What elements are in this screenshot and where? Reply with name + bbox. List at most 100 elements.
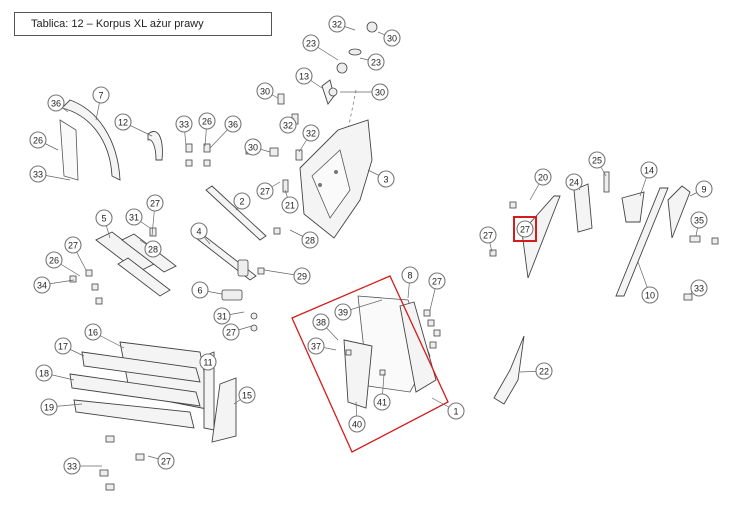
callout-circle bbox=[45, 251, 63, 269]
callout-label: 16 bbox=[88, 328, 98, 338]
callout-label: 27 bbox=[68, 241, 78, 251]
callout-label: 36 bbox=[228, 120, 238, 130]
callout-40: 40 bbox=[348, 415, 366, 433]
callout-label: 27 bbox=[226, 328, 236, 338]
callout-circle bbox=[92, 86, 110, 104]
callout-31: 31 bbox=[213, 307, 231, 325]
callout-label: 34 bbox=[37, 281, 47, 291]
callout-36: 36 bbox=[224, 115, 242, 133]
bolt bbox=[149, 227, 157, 237]
callout-10: 10 bbox=[641, 286, 659, 304]
callout-circle bbox=[157, 452, 175, 470]
spring-coil bbox=[237, 259, 249, 277]
callout-label: 9 bbox=[701, 185, 706, 195]
callout-label: 36 bbox=[51, 99, 61, 109]
bolt bbox=[277, 93, 285, 105]
callout-12: 12 bbox=[114, 113, 132, 131]
callout-circle bbox=[534, 168, 552, 186]
callout-33: 33 bbox=[63, 457, 81, 475]
callout-label: 21 bbox=[285, 201, 295, 211]
callout-circle bbox=[63, 457, 81, 475]
callout-24: 24 bbox=[565, 173, 583, 191]
callout-33: 33 bbox=[29, 165, 47, 183]
callout-label: 40 bbox=[352, 420, 362, 430]
callout-circle bbox=[191, 281, 209, 299]
callout-circle bbox=[535, 362, 553, 380]
callout-22: 22 bbox=[535, 362, 553, 380]
callout-label: 7 bbox=[98, 91, 103, 101]
callout-circle bbox=[295, 67, 313, 85]
callout-circle bbox=[640, 161, 658, 179]
callout-circle bbox=[371, 83, 389, 101]
callout-label: 1 bbox=[453, 407, 458, 417]
plate-part-17 bbox=[81, 351, 201, 383]
bracket-part-25 bbox=[621, 191, 645, 223]
plate-part-14 bbox=[667, 185, 691, 239]
callout-label: 33 bbox=[33, 170, 43, 180]
callout-circle bbox=[256, 182, 274, 200]
callout-30: 30 bbox=[244, 138, 262, 156]
callout-27: 27 bbox=[157, 452, 175, 470]
callout-label: 18 bbox=[39, 369, 49, 379]
washer bbox=[348, 48, 362, 56]
callout-label: 14 bbox=[644, 166, 654, 176]
callout-18: 18 bbox=[35, 364, 53, 382]
callout-circle bbox=[307, 337, 325, 355]
callout-circle bbox=[175, 115, 193, 133]
shin-part-15 bbox=[211, 377, 237, 443]
bolt bbox=[282, 179, 289, 193]
callout-26: 26 bbox=[29, 131, 47, 149]
callout-label: 23 bbox=[371, 58, 381, 68]
callout-26: 26 bbox=[198, 112, 216, 130]
nut bbox=[328, 87, 338, 97]
hex-nut bbox=[366, 21, 378, 33]
callout-circle bbox=[190, 222, 208, 240]
callout-36: 36 bbox=[47, 94, 65, 112]
nut bbox=[105, 435, 115, 443]
callout-32: 32 bbox=[328, 15, 346, 33]
nut bbox=[105, 483, 115, 491]
bolt-part-24 bbox=[603, 171, 610, 193]
callout-circle bbox=[244, 138, 262, 156]
callout-21: 21 bbox=[281, 196, 299, 214]
plate-part-20 bbox=[573, 183, 593, 233]
callout-30: 30 bbox=[256, 82, 274, 100]
callout-label: 37 bbox=[311, 342, 321, 352]
callout-label: 25 bbox=[592, 156, 602, 166]
callout-circle bbox=[383, 29, 401, 47]
diagram-title: Tablica: 12 – Korpus XL ażur prawy bbox=[14, 12, 272, 36]
callout-circle bbox=[95, 209, 113, 227]
callout-7: 7 bbox=[92, 86, 110, 104]
nut bbox=[273, 227, 281, 235]
callout-28: 28 bbox=[144, 240, 162, 258]
nut bbox=[135, 453, 145, 461]
callout-32: 32 bbox=[302, 124, 320, 142]
callout-circle bbox=[312, 313, 330, 331]
callout-circle bbox=[29, 165, 47, 183]
callout-label: 30 bbox=[248, 143, 258, 153]
callout-label: 31 bbox=[129, 213, 139, 223]
callout-circle bbox=[213, 307, 231, 325]
callout-circle bbox=[224, 115, 242, 133]
callout-circle bbox=[40, 398, 58, 416]
callout-circle bbox=[373, 393, 391, 411]
callout-34: 34 bbox=[33, 276, 51, 294]
callout-circle bbox=[565, 173, 583, 191]
callout-label: 11 bbox=[203, 358, 212, 368]
highlight-box-part-9 bbox=[513, 216, 537, 242]
spring-coil-part-6 bbox=[221, 289, 243, 301]
callout-label: 17 bbox=[58, 342, 68, 352]
plate-part-19 bbox=[73, 399, 195, 429]
callout-label: 15 bbox=[242, 391, 252, 401]
callout-30: 30 bbox=[383, 29, 401, 47]
callout-32: 32 bbox=[279, 116, 297, 134]
nut bbox=[203, 159, 211, 167]
nut bbox=[489, 249, 497, 257]
callout-label: 41 bbox=[377, 398, 387, 408]
callout-label: 33 bbox=[694, 284, 704, 294]
callout-27: 27 bbox=[256, 182, 274, 200]
callout-label: 10 bbox=[645, 291, 655, 301]
